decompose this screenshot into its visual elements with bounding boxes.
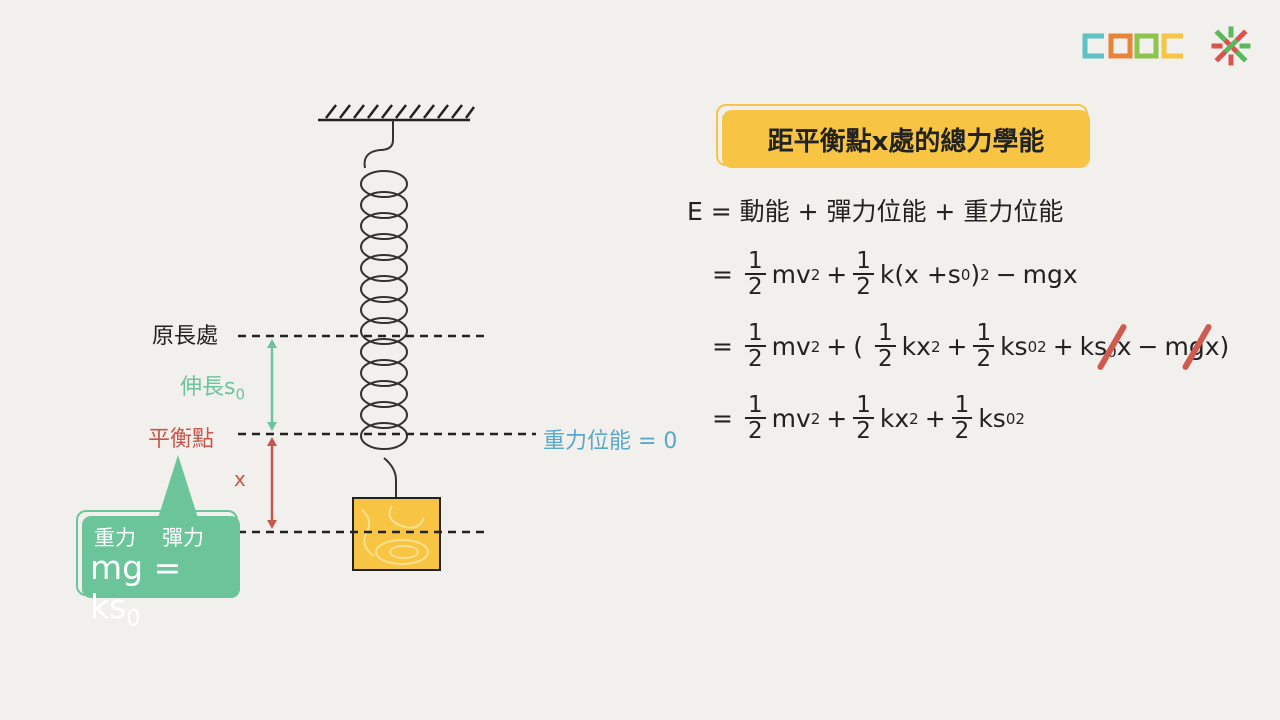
x-arrow	[267, 437, 277, 529]
cooc-logo	[1082, 33, 1183, 59]
cancel-mark-ks0: 0	[1107, 332, 1117, 361]
callout-spring-force: 彈力	[162, 526, 204, 550]
page-title: 距平衡點x處的總力學能	[722, 110, 1090, 168]
force-balance-callout: 重力 彈力 mg = ks0	[82, 516, 240, 632]
x-pattern-logo	[1211, 26, 1251, 66]
label-original-length: 原長處	[152, 324, 219, 349]
spring	[360, 120, 408, 498]
cancel-mark-g: g	[1188, 332, 1205, 361]
stretch-arrow	[267, 339, 277, 431]
callout-equation: mg = ks0	[90, 548, 182, 632]
callout-pointer	[158, 455, 198, 518]
mass-block	[352, 497, 441, 571]
label-stretch: 伸長s0	[180, 375, 246, 404]
label-gravity-zero: 重力位能 = 0	[543, 429, 678, 454]
ceiling-hatch	[318, 104, 476, 122]
callout-gravity: 重力	[94, 526, 136, 550]
label-equilibrium: 平衡點	[148, 427, 215, 452]
label-x: x	[234, 467, 246, 491]
energy-definition: E = 動能 + 彈力位能 + 重力位能	[687, 197, 1064, 226]
